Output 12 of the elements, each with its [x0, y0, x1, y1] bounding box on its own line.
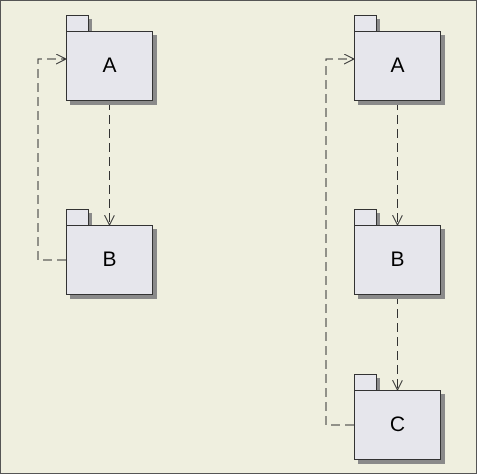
package-box	[66, 209, 158, 300]
package-name: A	[101, 53, 118, 79]
package-name: C	[388, 412, 406, 438]
package-name: B	[389, 247, 406, 273]
package-name: A	[389, 53, 406, 79]
package-box	[354, 374, 446, 465]
dependency-arrow	[38, 54, 66, 260]
package-box	[354, 209, 446, 300]
package-box	[354, 15, 446, 106]
dependency-arrow	[326, 54, 354, 426]
package-name: B	[101, 247, 118, 273]
package-box	[66, 15, 158, 106]
